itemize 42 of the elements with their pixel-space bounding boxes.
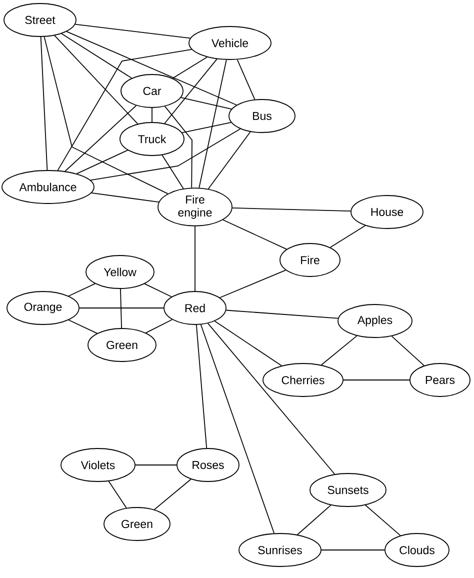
connector-line <box>196 324 208 449</box>
connector-line <box>66 31 237 106</box>
connector-line <box>144 283 172 298</box>
connector-line <box>226 310 338 319</box>
connector-line <box>296 504 332 536</box>
connector-line <box>200 324 275 534</box>
connector-line <box>57 48 192 171</box>
connector-line <box>172 56 208 79</box>
connector-line <box>214 320 282 366</box>
connector-line <box>232 208 352 212</box>
connector-line <box>164 106 192 188</box>
connector-line <box>76 150 128 174</box>
connector-line <box>391 336 425 366</box>
connector-line <box>44 36 168 194</box>
connector-line <box>154 478 192 510</box>
connector-line <box>108 480 127 508</box>
connector-line <box>61 33 132 79</box>
connector-line <box>74 24 191 39</box>
connector-line <box>364 504 401 536</box>
connector-line <box>91 192 160 203</box>
connector-line <box>182 122 232 134</box>
connector-line <box>135 464 177 466</box>
connector-line <box>120 288 122 328</box>
connector-line <box>64 105 137 172</box>
connector-line <box>54 35 138 124</box>
connector-line <box>320 335 358 366</box>
connector-line <box>162 154 184 190</box>
connector-line <box>40 36 48 170</box>
connector-line <box>180 97 232 110</box>
connector-line <box>198 59 227 188</box>
connector-line <box>208 322 336 475</box>
connector-line <box>194 226 196 292</box>
connector-line <box>68 320 98 334</box>
connector-line <box>208 131 251 190</box>
connector-line <box>146 319 173 334</box>
connector-line <box>219 270 286 298</box>
connector-line <box>90 128 241 181</box>
connector-line <box>222 219 287 250</box>
connector-line <box>330 225 366 248</box>
connector-line <box>68 283 96 296</box>
connector-line <box>236 59 256 100</box>
connector-line <box>164 58 218 124</box>
